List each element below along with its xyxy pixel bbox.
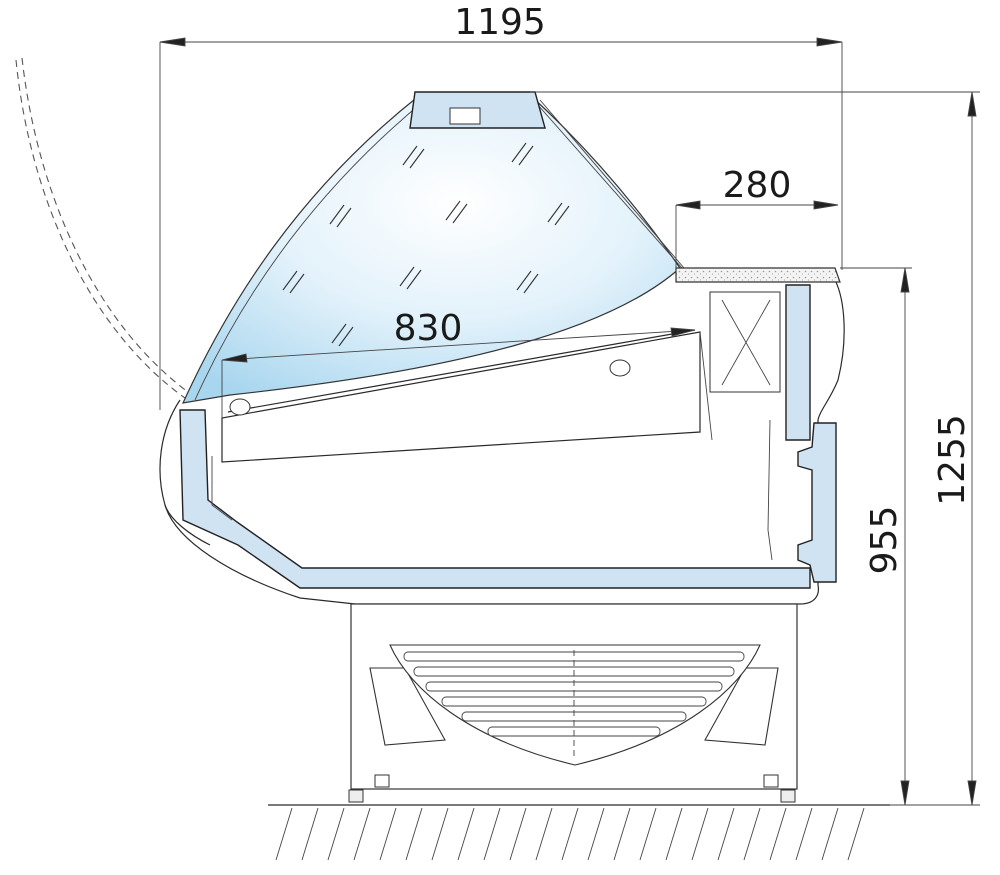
case-body <box>159 279 845 605</box>
countertop <box>675 267 841 283</box>
dimension-lines <box>159 37 980 806</box>
dim-top-depth: 280 <box>723 165 792 206</box>
base-unit <box>348 603 798 803</box>
insulated-panels <box>179 284 837 589</box>
floor <box>268 804 890 861</box>
display-shelf <box>221 329 713 463</box>
lid-swing-arc <box>15 57 189 399</box>
vent-slats <box>403 650 745 760</box>
dim-total-height: 1255 <box>932 414 973 506</box>
curved-glass <box>181 91 691 404</box>
dim-shelf-depth: 830 <box>394 308 463 349</box>
dim-counter-height: 955 <box>864 506 905 575</box>
dim-total-depth: 1195 <box>454 2 546 43</box>
glass-glare-marks <box>282 142 570 347</box>
